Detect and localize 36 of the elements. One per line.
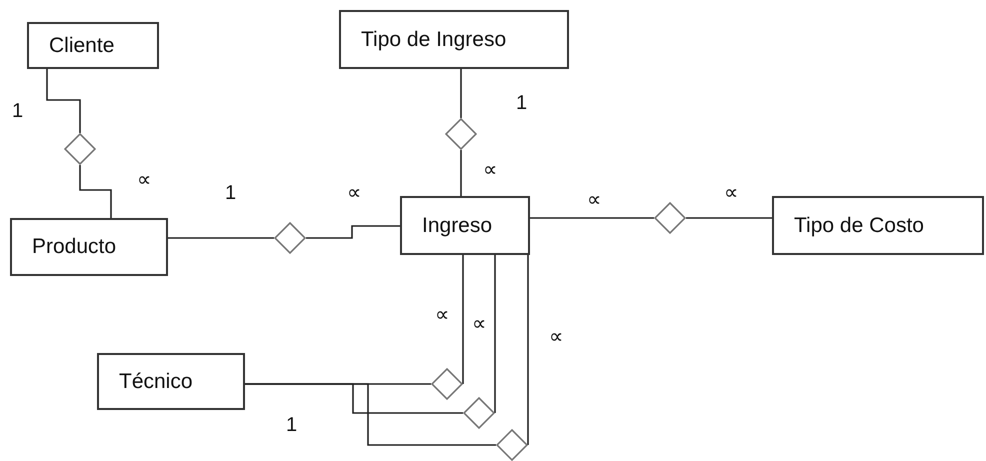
cardinality-label: ∝ [587,188,601,212]
entity-box [339,10,569,69]
entity-box [10,218,168,276]
cardinality-label: 1 [225,182,236,205]
entity-name: Ingreso [422,214,492,238]
relationship-line [530,217,654,219]
entity-name: Tipo de Ingreso [361,28,506,52]
cardinality-label: ∝ [483,158,497,182]
cardinality-label: 1 [12,100,24,123]
cardinality-label: ∝ [724,181,738,205]
relationship-line [462,255,464,384]
entity-box [772,196,984,255]
cardinality-label: ∝ [435,303,449,327]
relationship-line [306,225,400,239]
cardinality-label: ∝ [549,325,563,349]
entity-name: Tipo de Costo [794,214,924,238]
relationship-line [527,255,529,445]
relationship-line [245,383,496,446]
relationship-line [46,69,81,133]
entity-box [97,353,245,410]
cardinality-label: ∝ [472,312,486,336]
entity-name: Cliente [49,34,114,58]
relationship-line [686,217,772,219]
cardinality-label: ∝ [347,181,361,205]
entity-name: Producto [32,235,116,259]
relationship-line [460,150,462,196]
entity-box [27,22,159,69]
relationship-line [460,69,462,118]
relationship-line [168,237,274,239]
entity-box [400,196,530,255]
relationship-line [494,255,496,413]
entity-name: Técnico [119,370,193,394]
cardinality-label: ∝ [137,168,151,192]
relationship-line [79,165,112,218]
cardinality-label: 1 [286,414,298,437]
cardinality-label: 1 [516,92,528,115]
